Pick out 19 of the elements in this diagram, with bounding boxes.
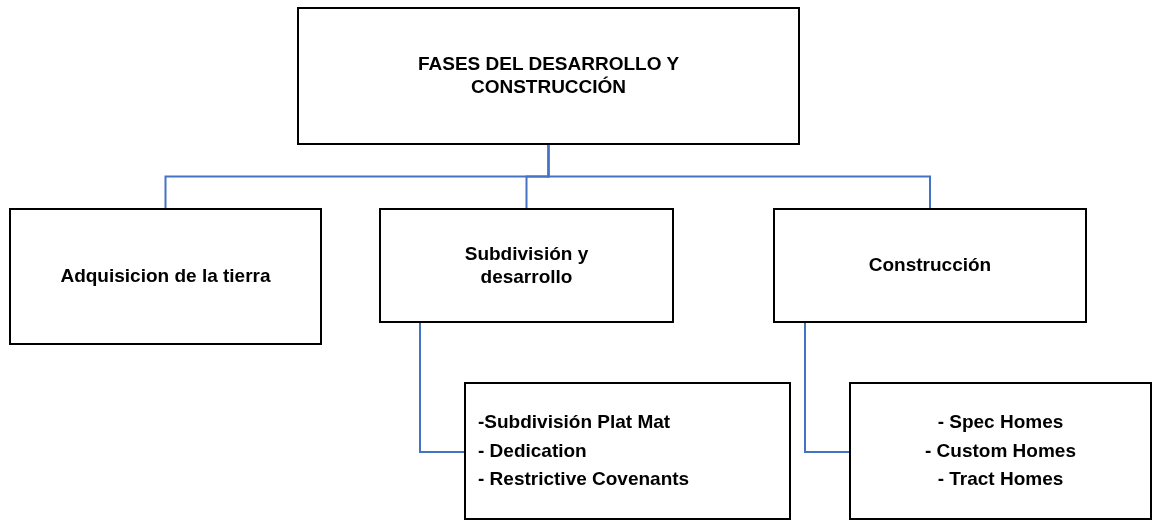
connector-line (547, 144, 931, 209)
box-label: - Dedication (478, 439, 587, 463)
box-label: - Tract Homes (937, 468, 1064, 492)
box-label: -Subdivisión Plat Mat (478, 410, 671, 434)
org-box (849, 382, 1152, 520)
org-box (773, 208, 1087, 323)
connector-line (804, 322, 850, 453)
box-label: FASES DEL DESARROLLO Y CONSTRUCCIÓN (416, 53, 681, 99)
box-label: - Spec Homes (937, 410, 1064, 434)
org-box (297, 7, 800, 145)
box-label: - Restrictive Covenants (478, 468, 690, 492)
org-box (379, 208, 674, 323)
box-label: Subdivisión y desarrollo (463, 242, 590, 289)
org-box (9, 208, 322, 345)
box-label: Construcción (868, 254, 992, 277)
box-label: - Custom Homes (925, 439, 1076, 463)
connector-line (419, 322, 465, 453)
box-label: Adquisicion de la tierra (60, 265, 271, 288)
org-box (464, 382, 791, 520)
